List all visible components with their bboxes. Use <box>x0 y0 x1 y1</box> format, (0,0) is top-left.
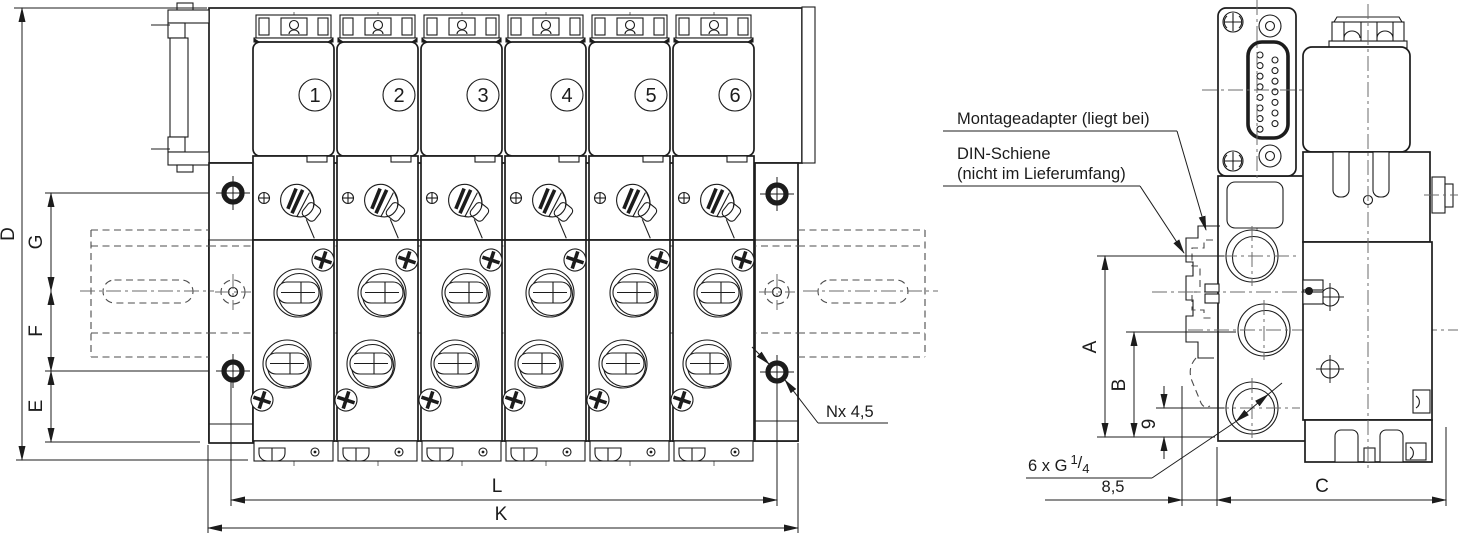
din-rail-note-line2: (nicht im Lieferumfang) <box>957 165 1126 183</box>
dim-label-85: 8,5 <box>1102 478 1125 496</box>
station-number-4: 4 <box>561 85 572 107</box>
standoff-icon <box>1258 14 1282 168</box>
dim-label-c: C <box>1315 476 1329 497</box>
station-number-6: 6 <box>729 85 740 107</box>
dim-label-e: E <box>26 400 47 413</box>
dimension-d: D <box>0 7 248 461</box>
station-number-1: 1 <box>309 85 320 107</box>
station-number-5: 5 <box>645 85 656 107</box>
adapter-note-text: Montageadapter (liegt bei) <box>957 110 1150 128</box>
station-number-2: 2 <box>393 85 404 107</box>
dimension-gfe: G F E <box>26 192 209 443</box>
label-plate <box>1226 181 1284 229</box>
dim-label-a: A <box>1080 340 1101 353</box>
dsub-connector-side <box>151 2 210 173</box>
valve-station <box>582 10 675 468</box>
valve-station <box>414 10 507 468</box>
hole-callout: Nx 4,5 <box>751 346 888 424</box>
dim-label-b: B <box>1109 379 1130 392</box>
side-view: Montageadapter (liegt bei) DIN-Schiene (… <box>943 0 1458 506</box>
valve-station <box>498 10 591 468</box>
dim-label-f: F <box>26 325 47 337</box>
dim-label-9: 9 <box>1139 419 1160 430</box>
station-number-3: 3 <box>477 85 488 107</box>
din-rail-clip <box>1152 225 1338 408</box>
valve-station <box>330 10 423 468</box>
front-view: 1 2 3 4 5 6 D G F E L <box>0 2 938 533</box>
dimension-ab9: A B 9 <box>1080 255 1236 459</box>
hole-note: Nx 4,5 <box>826 403 874 421</box>
din-rail-note-line1: DIN-Schiene <box>957 145 1051 163</box>
dim-label-k: K <box>495 504 508 525</box>
dim-label-l: L <box>492 476 503 497</box>
dim-label-d: D <box>0 227 19 241</box>
valve-station <box>666 10 759 468</box>
connector-plate <box>1202 0 1310 232</box>
adapter-note: Montageadapter (liegt bei) <box>943 110 1207 231</box>
interface-comb <box>1302 151 1431 243</box>
valve-station <box>246 10 339 468</box>
mounting-holes <box>215 176 795 389</box>
din-rail-note: DIN-Schiene (nicht im Lieferumfang) <box>943 145 1185 254</box>
valve-side <box>1302 4 1458 470</box>
phillips-screw-icon <box>1222 150 1244 172</box>
phillips-screw-icon <box>1222 11 1244 33</box>
solenoid-coil <box>1302 46 1411 153</box>
dimension-85c: 8,5 C <box>1045 386 1447 506</box>
dimension-lk: L K <box>207 380 799 533</box>
dim-label-g: G <box>26 235 47 250</box>
